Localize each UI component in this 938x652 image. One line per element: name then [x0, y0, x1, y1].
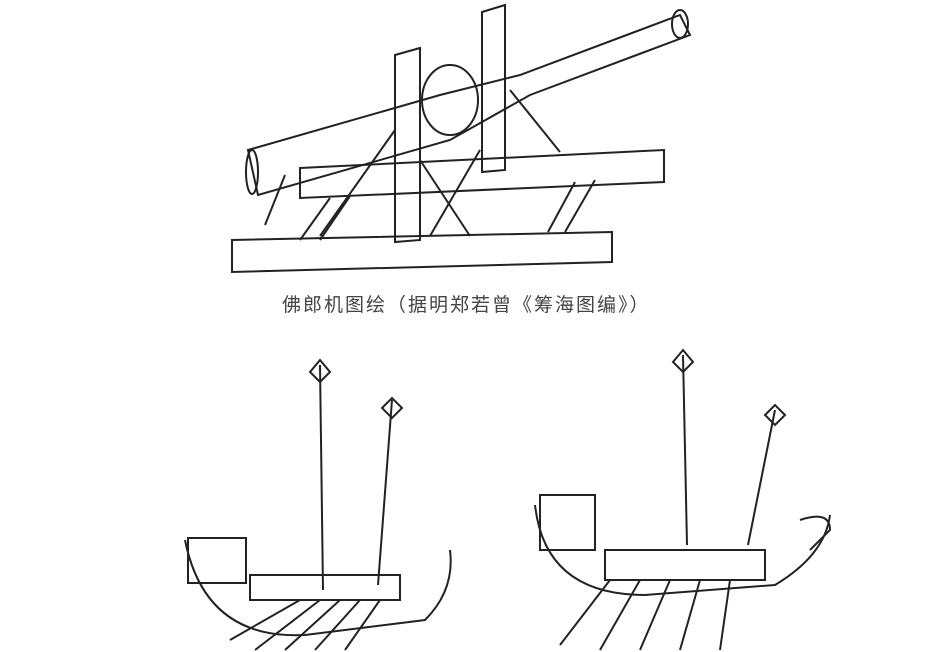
- cannon-barrel: [246, 13, 692, 197]
- ship-left-drawing: [184, 358, 452, 651]
- breech-chamber: [421, 64, 479, 136]
- figure-caption: 佛郎机图绘（据明郑若曾《筹海图编》）: [282, 294, 651, 316]
- rear-post: [481, 3, 506, 174]
- ship-right-drawing: [534, 348, 832, 651]
- base-beam-front: [231, 230, 613, 274]
- cannon-drawing: [231, 3, 692, 274]
- base-beam-back: [299, 148, 665, 200]
- front-post: [394, 46, 421, 244]
